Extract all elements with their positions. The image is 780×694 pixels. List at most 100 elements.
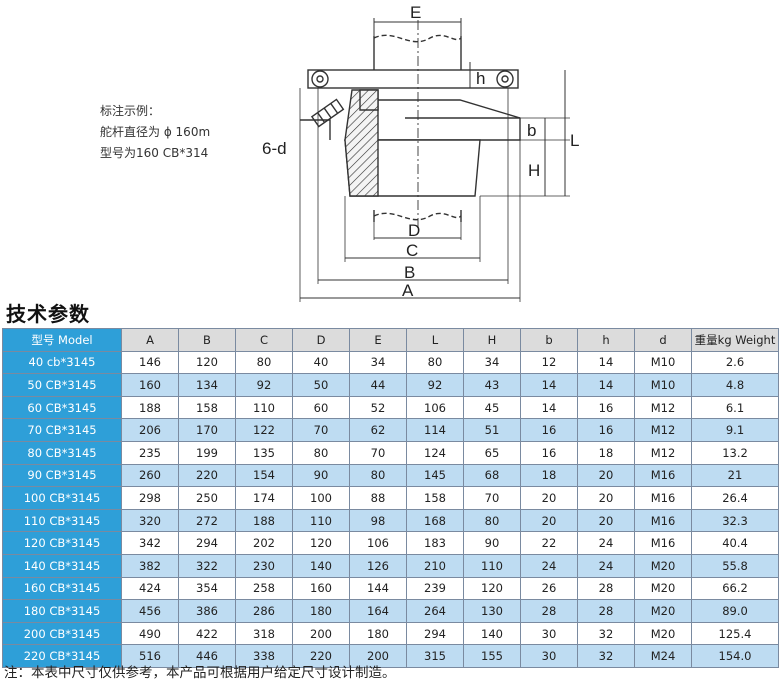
- dim-label-B: B: [404, 263, 415, 282]
- table-cell: 16: [577, 395, 635, 420]
- table-cell: 92: [235, 373, 293, 397]
- header-7: H: [463, 328, 521, 352]
- header-6: L: [406, 328, 464, 352]
- table-cell: 20: [577, 463, 635, 488]
- table-cell: 50: [292, 373, 350, 397]
- table-cell: 2.6: [691, 350, 779, 375]
- table-cell: 30: [520, 644, 578, 668]
- dim-label-E: E: [410, 3, 421, 22]
- cell-model: 160 CB*3145: [2, 576, 122, 601]
- table-cell: 174: [235, 486, 293, 510]
- table-cell: M20: [634, 553, 692, 578]
- table-cell: 110: [235, 395, 293, 420]
- table-cell: 90: [292, 463, 350, 488]
- table-cell: M10: [634, 350, 692, 375]
- table-cell: 88: [349, 486, 407, 510]
- table-cell: 286: [235, 599, 293, 623]
- table-cell: 199: [178, 440, 236, 465]
- table-cell: 106: [406, 395, 464, 420]
- table-cell: M16: [634, 463, 692, 488]
- section-title: 技术参数: [6, 302, 90, 326]
- table-cell: 154: [235, 463, 293, 488]
- table-cell: 16: [577, 418, 635, 442]
- table-cell: 144: [349, 576, 407, 601]
- table-cell: 120: [292, 531, 350, 555]
- table-cell: 188: [235, 508, 293, 533]
- table-cell: 20: [577, 486, 635, 510]
- table-cell: 456: [121, 599, 179, 623]
- table-cell: 338: [235, 644, 293, 668]
- table-cell: 134: [178, 373, 236, 397]
- cell-model: 80 CB*3145: [2, 440, 122, 465]
- table-cell: 110: [292, 508, 350, 533]
- dim-label-b: b: [527, 121, 536, 140]
- table-cell: 135: [235, 440, 293, 465]
- table-cell: 14: [577, 350, 635, 375]
- table-cell: 342: [121, 531, 179, 555]
- cell-model: 140 CB*3145: [2, 553, 122, 578]
- header-11: 重量kg Weight: [691, 328, 779, 352]
- table-cell: 32.3: [691, 508, 779, 533]
- table-cell: 200: [349, 644, 407, 668]
- table-cell: 13.2: [691, 440, 779, 465]
- table-cell: 28: [577, 576, 635, 601]
- table-cell: 14: [520, 395, 578, 420]
- table-cell: 446: [178, 644, 236, 668]
- table-cell: 188: [121, 395, 179, 420]
- table-cell: 158: [406, 486, 464, 510]
- dim-label-h: h: [476, 69, 485, 88]
- table-cell: 32: [577, 621, 635, 646]
- table-cell: 140: [463, 621, 521, 646]
- table-cell: 200: [292, 621, 350, 646]
- table-cell: 26.4: [691, 486, 779, 510]
- table-cell: 298: [121, 486, 179, 510]
- table-cell: 45: [463, 395, 521, 420]
- technical-drawing: E h b L H D C B A 6-d: [262, 3, 579, 302]
- dim-label-L: L: [570, 131, 579, 150]
- table-cell: 120: [463, 576, 521, 601]
- table-cell: 239: [406, 576, 464, 601]
- table-cell: 18: [520, 463, 578, 488]
- cell-model: 220 CB*3145: [2, 644, 122, 668]
- table-cell: 230: [235, 553, 293, 578]
- table-cell: 20: [577, 508, 635, 533]
- example-line-1: 舵杆直径为 ϕ 160m: [100, 125, 211, 139]
- table-cell: 145: [406, 463, 464, 488]
- table-cell: M10: [634, 373, 692, 397]
- table-cell: 14: [577, 373, 635, 397]
- example-heading: 标注示例：: [100, 104, 161, 118]
- table-cell: 164: [349, 599, 407, 623]
- table-cell: 70: [349, 440, 407, 465]
- table-cell: 16: [520, 440, 578, 465]
- table-cell: 354: [178, 576, 236, 601]
- table-cell: 44: [349, 373, 407, 397]
- table-cell: M16: [634, 508, 692, 533]
- table-cell: M12: [634, 440, 692, 465]
- table-cell: 80: [406, 350, 464, 375]
- cell-model: 50 CB*3145: [2, 373, 122, 397]
- dim-label-A: A: [402, 281, 414, 300]
- table-cell: M20: [634, 599, 692, 623]
- table-cell: 12: [520, 350, 578, 375]
- table-cell: 315: [406, 644, 464, 668]
- table-cell: 250: [178, 486, 236, 510]
- table-cell: 18: [577, 440, 635, 465]
- header-3: C: [235, 328, 293, 352]
- table-cell: 114: [406, 418, 464, 442]
- table-cell: 4.8: [691, 373, 779, 397]
- footnote: 注：本表中尺寸仅供参考，本产品可根据用户给定尺寸设计制造。: [4, 665, 396, 681]
- cell-model: 40 cb*3145: [2, 350, 122, 375]
- table-cell: 210: [406, 553, 464, 578]
- table-cell: 70: [292, 418, 350, 442]
- table-cell: 92: [406, 373, 464, 397]
- table-cell: 24: [577, 553, 635, 578]
- table-cell: M12: [634, 418, 692, 442]
- table-cell: 70: [463, 486, 521, 510]
